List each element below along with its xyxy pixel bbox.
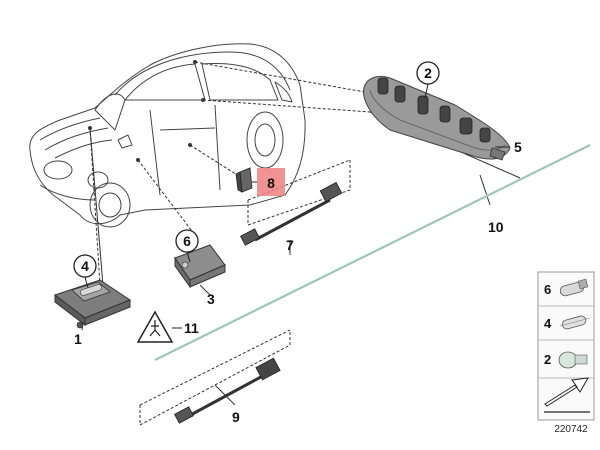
callout-4: 4 <box>81 258 89 274</box>
callout-3: 3 <box>207 291 215 307</box>
callout-8: 8 <box>267 175 275 191</box>
callout-7: 7 <box>286 237 294 253</box>
callout-9: 9 <box>232 409 240 425</box>
bulb-legend: 6 4 2 <box>537 271 595 421</box>
callout-11: 11 <box>184 320 199 336</box>
bulb-tubular-icon <box>559 278 589 297</box>
part-connector-8 <box>235 167 253 193</box>
car-illustration <box>29 43 306 228</box>
bulb-wedge-icon <box>558 351 588 369</box>
part-wire-harness-7 <box>240 181 343 246</box>
bulb-festoon-icon <box>559 315 591 330</box>
arrow-icon <box>544 377 590 413</box>
callout-10: 10 <box>488 219 504 235</box>
warning-triangle-icon <box>136 310 182 343</box>
callout-6: 6 <box>183 233 191 249</box>
callout-1: 1 <box>74 331 82 347</box>
callout-2: 2 <box>424 65 432 81</box>
part-rear-lamp-assembly <box>363 75 511 161</box>
highlight-box-8 <box>257 168 285 196</box>
part-wire-harness-9 <box>174 357 281 424</box>
part-courtesy-lamp <box>53 279 132 329</box>
legend-number-2: 2 <box>544 352 551 367</box>
reference-number: 220742 <box>554 424 588 435</box>
legend-number-4: 4 <box>544 316 552 331</box>
legend-number-6: 6 <box>544 282 551 297</box>
callouts: 2 5 8 6 7 3 10 4 1 11 9 <box>73 61 522 425</box>
callout-5: 5 <box>514 139 522 155</box>
